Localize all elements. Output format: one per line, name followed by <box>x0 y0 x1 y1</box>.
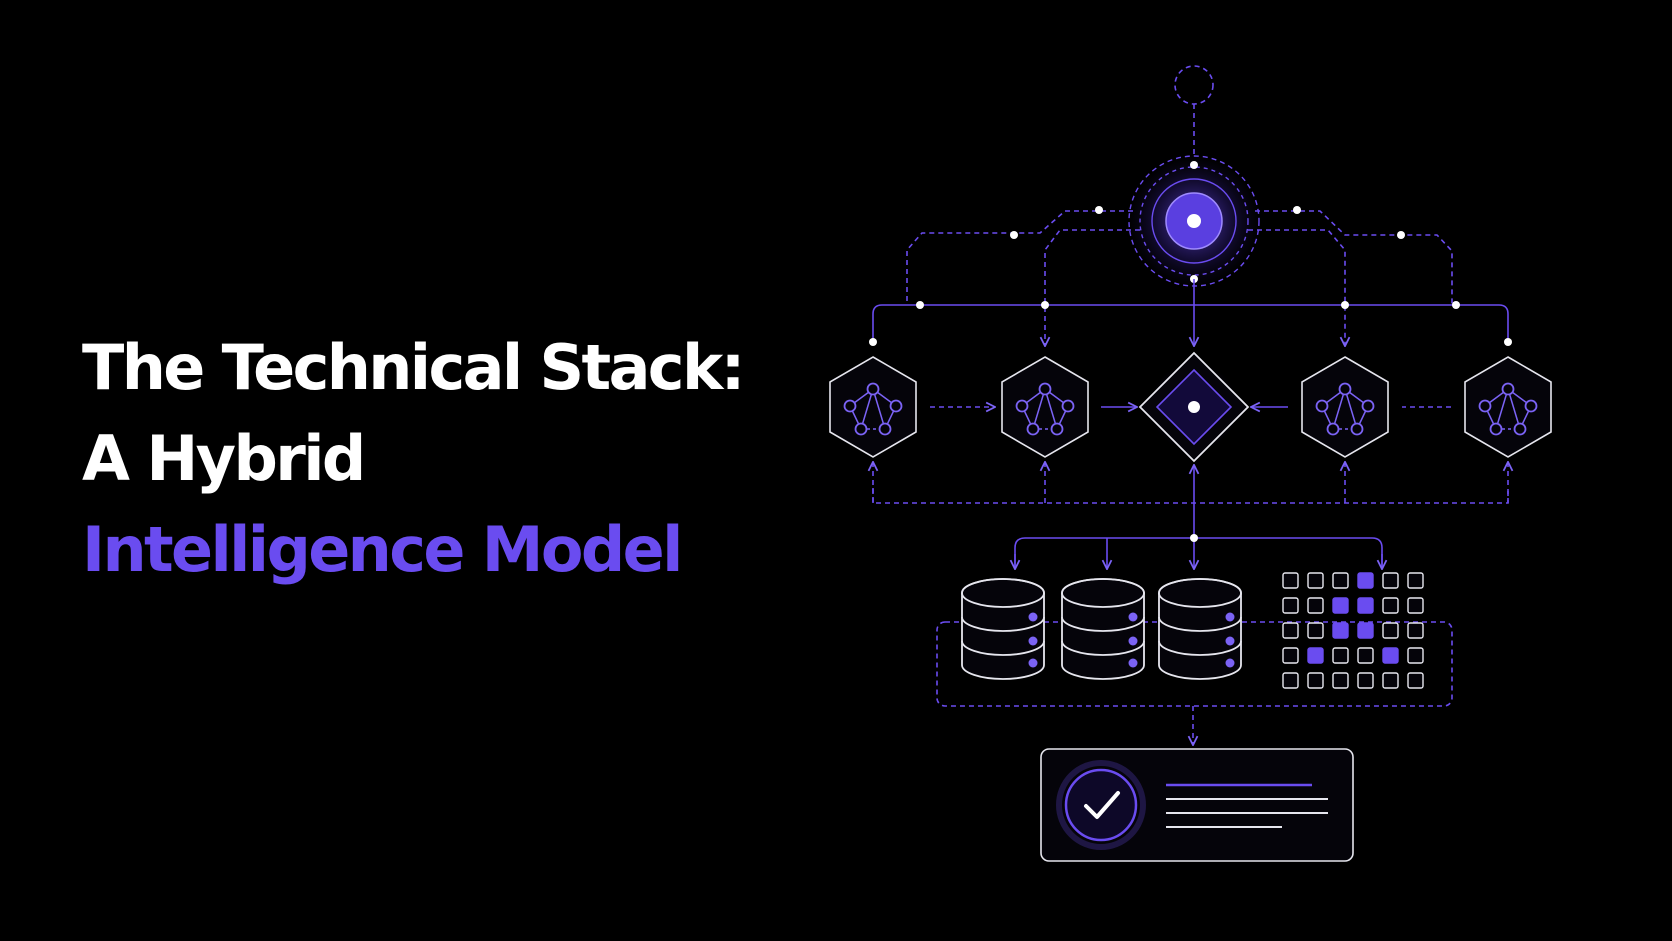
bus-junctions <box>869 206 1512 346</box>
agent-network-icon <box>1301 356 1389 458</box>
grid-cell <box>1357 647 1374 664</box>
title-line-1: The Technical Stack: <box>82 331 745 404</box>
input-node <box>1174 65 1214 105</box>
agent-network-icon <box>829 356 917 458</box>
grid-cell <box>1357 672 1374 689</box>
grid-cell <box>1332 572 1349 589</box>
grid-cell <box>1382 672 1399 689</box>
feature-grid-icon <box>1282 572 1424 689</box>
grid-cell <box>1332 672 1349 689</box>
grid-cell <box>1407 672 1424 689</box>
core-connectors <box>872 210 1509 345</box>
title-line-3: Intelligence Model <box>82 513 683 586</box>
database-icon <box>1158 578 1242 680</box>
grid-cell-active <box>1357 622 1374 639</box>
grid-cell <box>1282 672 1299 689</box>
data-fanout <box>1015 466 1382 568</box>
slide-title: The Technical Stack: A Hybrid Intelligen… <box>82 322 762 595</box>
grid-cell <box>1382 622 1399 639</box>
grid-cell-active <box>1357 597 1374 614</box>
grid-cell-active <box>1307 647 1324 664</box>
grid-cell-active <box>1332 597 1349 614</box>
grid-cell-active <box>1332 622 1349 639</box>
data-layer-frame <box>936 621 1453 707</box>
grid-cell-active <box>1382 647 1399 664</box>
feedback-loop <box>873 463 1508 504</box>
database-icon <box>961 578 1045 680</box>
grid-cell <box>1282 597 1299 614</box>
grid-cell <box>1307 572 1324 589</box>
grid-cell <box>1282 572 1299 589</box>
grid-cell <box>1282 647 1299 664</box>
grid-cell <box>1307 597 1324 614</box>
grid-cell <box>1282 622 1299 639</box>
grid-cell <box>1307 672 1324 689</box>
database-icon <box>1061 578 1145 680</box>
grid-cell <box>1407 572 1424 589</box>
grid-cell <box>1407 647 1424 664</box>
router-diamond-icon <box>1138 351 1250 463</box>
agent-network-icon <box>1464 356 1552 458</box>
output-card <box>1040 748 1354 862</box>
fanout-junction <box>1190 534 1198 542</box>
grid-cell <box>1382 572 1399 589</box>
central-ai-core-icon <box>1128 155 1260 287</box>
grid-cell <box>1332 647 1349 664</box>
grid-cell <box>1407 597 1424 614</box>
grid-cell <box>1407 622 1424 639</box>
title-line-2: A Hybrid <box>82 422 366 495</box>
checkmark-output-icon <box>1056 760 1146 850</box>
grid-cell <box>1382 597 1399 614</box>
grid-cell <box>1307 622 1324 639</box>
agent-network-icon <box>1001 356 1089 458</box>
grid-cell-active <box>1357 572 1374 589</box>
